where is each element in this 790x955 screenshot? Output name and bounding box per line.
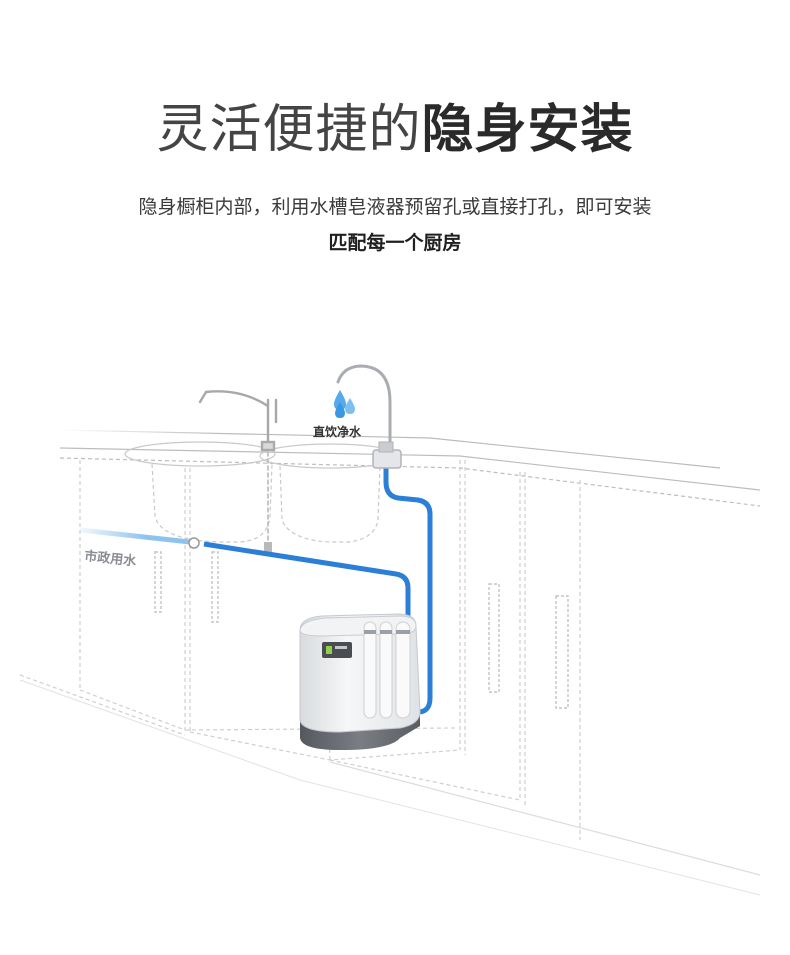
kitchen-cabinet-diagram: 直饮净水 市政用水: [19, 364, 761, 896]
sink: [124, 441, 401, 543]
headline-bold: 隐身安装: [421, 100, 634, 160]
countertop: [59, 429, 761, 507]
kitchen-faucet: [198, 390, 278, 556]
filter-cartridges: [363, 621, 411, 719]
tap-water-label: 市政用水: [84, 548, 138, 569]
subtitle-line-1: 隐身橱柜内部，利用水槽皂液器预留孔或直接打孔，即可安装: [138, 196, 652, 218]
cabinet-solid-edges: [19, 679, 761, 896]
cabinet-handles: [154, 551, 569, 709]
valve-icon: [188, 537, 200, 549]
tap-water-pipe: [79, 527, 191, 545]
drinking-water-label: 直饮净水: [313, 424, 362, 439]
drinking-faucet: [336, 364, 402, 469]
subtitle-line-2: 匹配每一个厨房: [328, 232, 462, 254]
headline-light: 灵活便捷的: [156, 100, 422, 160]
inlet-pipe: [203, 541, 411, 616]
water-drop-icon: [334, 390, 355, 418]
water-purifier: [299, 613, 421, 750]
outlet-pipe: [383, 462, 433, 715]
installation-illustration: 直饮净水 市政用水: [0, 330, 790, 951]
headline: 灵活便捷的隐身安装: [0, 92, 790, 168]
